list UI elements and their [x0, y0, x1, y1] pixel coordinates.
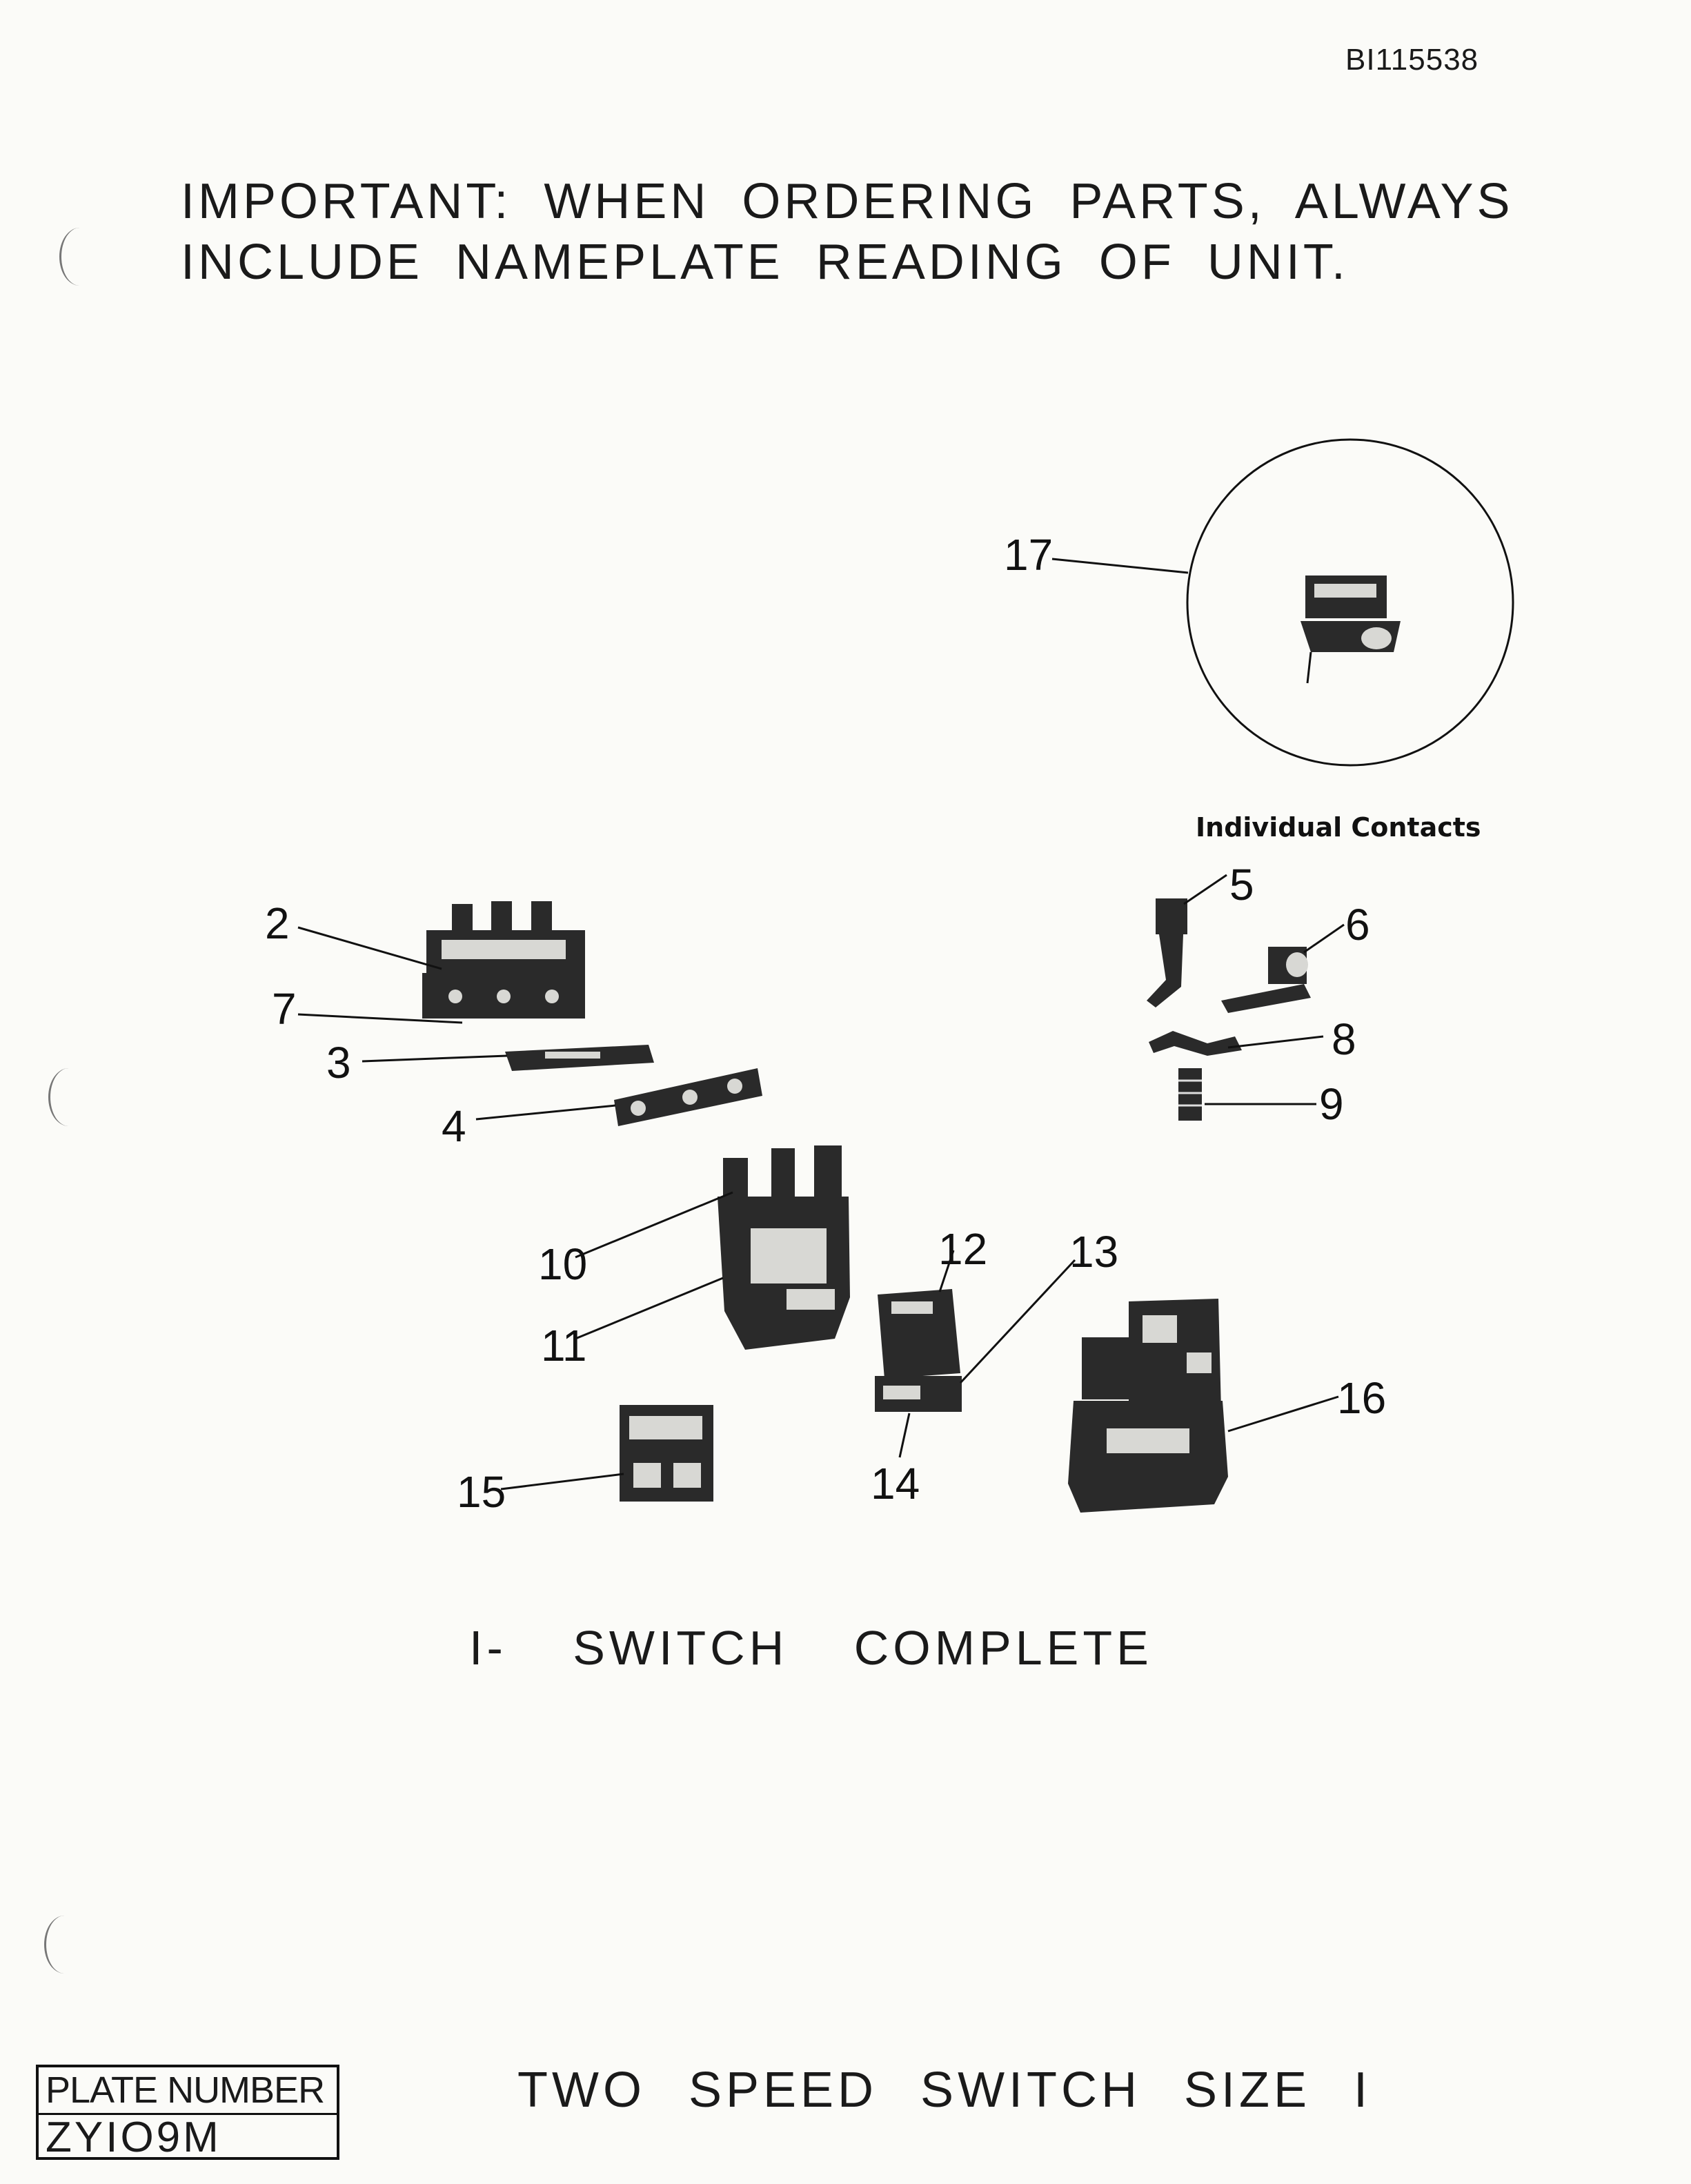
callout-7: 7 [272, 984, 297, 1034]
leader-2 [297, 926, 442, 970]
leader-6 [1303, 923, 1345, 954]
document-id: BI115538 [1345, 43, 1479, 77]
punch-hole-middle [48, 1068, 89, 1126]
part-15-coil [620, 1405, 713, 1502]
part-8-frame [718, 1145, 850, 1350]
callout-14: 14 [871, 1459, 920, 1508]
leader-11 [575, 1277, 724, 1340]
leader-9 [1227, 1035, 1324, 1049]
leader-15 [500, 1473, 624, 1491]
plate-label: PLATE NUMBER [39, 2067, 337, 2115]
punch-hole-bottom [44, 1916, 85, 1974]
part-3-contact-bar [505, 1045, 654, 1071]
part-10-spring [1178, 1068, 1202, 1121]
ordering-notice: IMPORTANT: WHEN ORDERING PARTS, ALWAYS I… [181, 171, 1514, 293]
part-2-contact-block [422, 901, 585, 1019]
part-12-coil-assembly [875, 1289, 962, 1412]
part-6-contact [1221, 947, 1311, 1013]
leader-17 [1051, 558, 1189, 574]
notice-line-1: IMPORTANT: WHEN ORDERING PARTS, ALWAYS [181, 174, 1514, 229]
leader-4 [475, 1104, 616, 1121]
callout-2: 2 [265, 898, 290, 948]
part-4-contact-bar [614, 1068, 762, 1126]
callout-17: 17 [1004, 530, 1053, 580]
callout-8: 10 [538, 1239, 587, 1289]
contacts-label: Individual Contacts [1196, 812, 1481, 843]
notice-line-2: INCLUDE NAMEPLATE READING OF UNIT. [181, 235, 1349, 290]
callout-11: 11 [541, 1321, 586, 1370]
callout-10: 9 [1319, 1079, 1344, 1129]
part-9-spring-clip [1149, 1031, 1242, 1056]
leader-16 [1227, 1395, 1339, 1433]
callout-12: 12 [938, 1224, 987, 1274]
leader-7 [297, 1013, 463, 1024]
assembly-title: I- SWITCH COMPLETE [469, 1621, 1153, 1675]
leader-14 [898, 1413, 911, 1458]
leader-8 [575, 1191, 733, 1259]
part-17-drawing [1301, 575, 1401, 684]
callout-4: 4 [442, 1101, 466, 1151]
callout-3: 3 [326, 1038, 351, 1088]
part-5-contact [1147, 898, 1187, 1007]
leader-12 [938, 1250, 955, 1292]
plate-number-box: PLATE NUMBER ZYIO9M [36, 2065, 339, 2161]
part-16-base [1068, 1299, 1228, 1513]
leader-13 [959, 1259, 1076, 1384]
callout-13: 13 [1069, 1227, 1118, 1277]
callout-16: 16 [1337, 1373, 1386, 1423]
callout-5: 5 [1229, 860, 1254, 909]
leader-5 [1183, 874, 1227, 905]
product-title: TWO SPEED SWITCH SIZE I [517, 2063, 1372, 2118]
callout-15: 15 [457, 1467, 506, 1517]
callout-6: 6 [1345, 900, 1370, 950]
leader-3 [362, 1054, 508, 1063]
punch-hole-top [59, 228, 100, 286]
callout-9: 8 [1332, 1014, 1356, 1064]
plate-number: ZYIO9M [46, 2114, 221, 2161]
detail-circle [1186, 438, 1514, 767]
